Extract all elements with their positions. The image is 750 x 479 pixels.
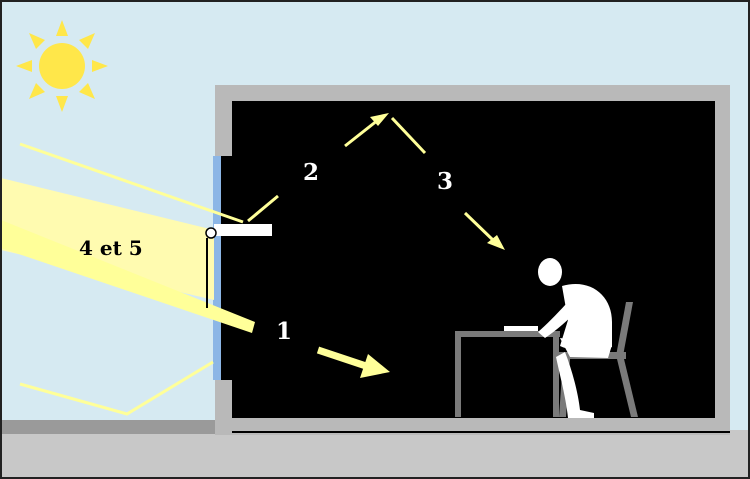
ray-label-4-et-5: 4 et 5 [79, 236, 143, 260]
ray-1-beam [1, 220, 255, 333]
paper-on-desk [504, 326, 538, 331]
ray-1-arrowhead [360, 354, 390, 378]
ray-3-arrowhead [487, 235, 505, 250]
light-shelf-icon [205, 224, 272, 308]
ray-label-3: 3 [437, 168, 453, 195]
ray-2-line-upper [344, 118, 379, 148]
seated-person-icon [538, 258, 612, 418]
ray-label-1: 1 [276, 318, 292, 345]
ray-label-2: 2 [303, 159, 319, 186]
ray-2-arrowhead [370, 113, 389, 126]
ray-2-line [247, 194, 279, 223]
ray-3-line-lower [463, 211, 497, 244]
window-glass [213, 156, 221, 380]
ground-exterior-strip [1, 420, 215, 434]
desk-icon [455, 331, 560, 417]
direct-sun-beam [1, 178, 214, 300]
ray-1-line [316, 346, 374, 372]
sun-icon [16, 20, 108, 112]
upper-incoming-ray [19, 142, 244, 224]
room-interior [232, 101, 715, 418]
ground [1, 430, 749, 478]
ray-3-line [390, 116, 427, 155]
ground-reflected-ray [19, 360, 214, 416]
